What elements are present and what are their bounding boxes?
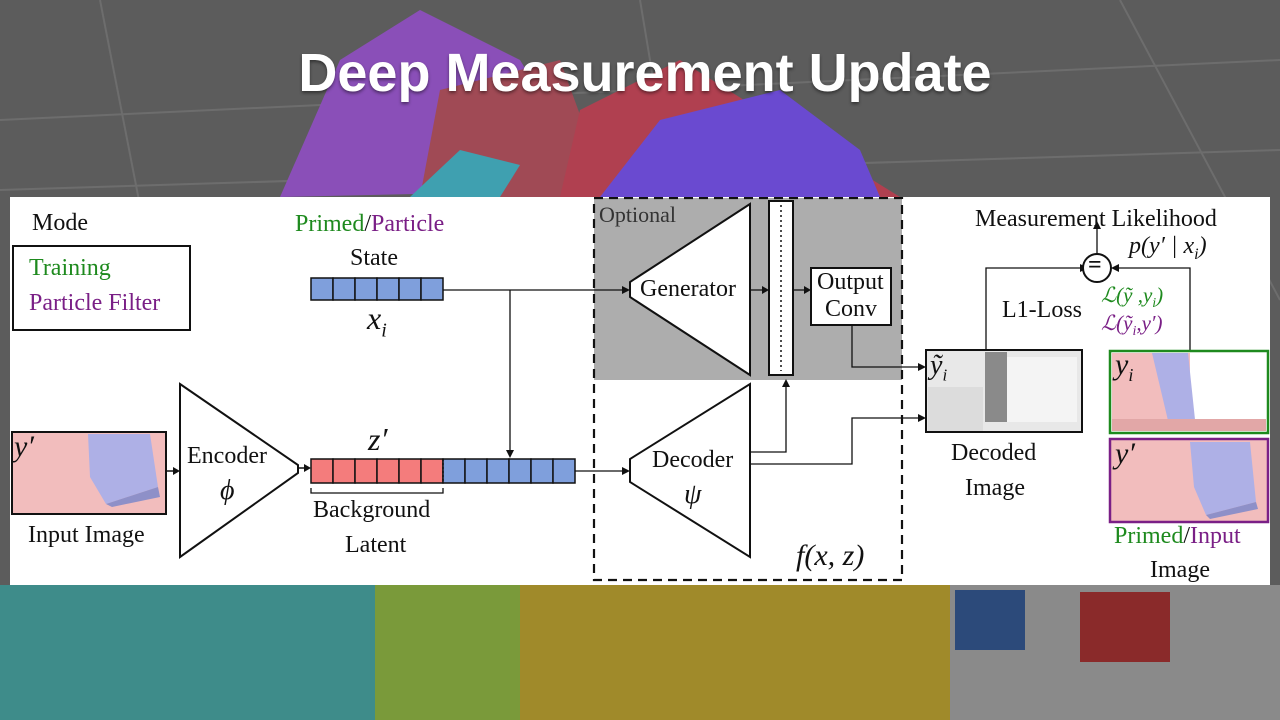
background-cell [377, 459, 399, 483]
decoded-image-line1: Decoded [951, 440, 1036, 467]
input-image-label: Input Image [28, 522, 145, 549]
state-cell [355, 278, 377, 300]
likelihood-formula-end: ) [1199, 233, 1207, 259]
loss-pf-end: ,y′) [1136, 311, 1162, 335]
likelihood-formula-main: p(y′ | x [1129, 233, 1194, 259]
y-i-label: yi [1115, 348, 1133, 386]
diagram-panel: Mode Training Particle Filter Primed/Par… [10, 197, 1270, 585]
target-image-training [1110, 351, 1268, 433]
decoded-image-line2: Image [965, 475, 1025, 502]
loss-particle-filter: ℒ(ỹi,y′) [1101, 311, 1163, 340]
loss-training: ℒ(ỹ ,yi) [1101, 283, 1163, 312]
input-image [12, 432, 166, 514]
primed-input-image: Image [1150, 557, 1210, 584]
state-cell [333, 278, 355, 300]
state-heading-primed: Primed [295, 211, 364, 237]
background-cell [355, 459, 377, 483]
state-cell [311, 278, 333, 300]
likelihood-formula: p(y′ | xi) [1129, 233, 1207, 264]
diagram-svg [10, 197, 1270, 585]
background-cell [311, 459, 333, 483]
latent-variable: z′ [368, 421, 387, 458]
decoded-y-tilde-sub: i [942, 366, 947, 385]
background-latent-line1: Background [313, 497, 430, 524]
primed-input-slash: / [1183, 523, 1190, 549]
measurement-likelihood-label: Measurement Likelihood [975, 206, 1217, 233]
decoder-label: Decoder [652, 447, 733, 474]
state-variable-sub: i [381, 319, 387, 341]
state-cell [553, 459, 575, 483]
state-vector [311, 278, 443, 300]
background-cell [333, 459, 355, 483]
state-variable-x: x [367, 300, 381, 336]
state-cell [509, 459, 531, 483]
optional-label: Optional [599, 202, 676, 228]
y-i-sub: i [1128, 365, 1133, 385]
state-cell [443, 459, 465, 483]
state-cell [421, 278, 443, 300]
output-conv-line1: Output [817, 269, 884, 296]
state-heading-particle: Particle [371, 211, 444, 237]
state-cell [399, 278, 421, 300]
decoded-y-tilde-main: ỹ [930, 350, 942, 381]
generator-label: Generator [640, 276, 736, 303]
input-y-prime: y′ [14, 430, 34, 464]
primed-input-heading: Primed/Input [1114, 523, 1241, 550]
background-latent-line2: Latent [345, 532, 406, 559]
decoder-symbol: ψ [684, 479, 701, 511]
equals-symbol: = [1088, 252, 1102, 279]
y-i-main: y [1115, 348, 1128, 381]
decoded-y-tilde: ỹi [930, 350, 947, 386]
state-cell [465, 459, 487, 483]
encoder-label: Encoder [187, 443, 267, 470]
state-variable: xi [367, 300, 387, 342]
background-cell [421, 459, 443, 483]
state-heading: Primed/Particle [295, 211, 444, 238]
state-cell [487, 459, 509, 483]
feature-bar [769, 201, 793, 375]
encoder-symbol: ϕ [220, 475, 235, 507]
loss-pf-main: ℒ(ỹ [1101, 311, 1132, 335]
primed-input-input: Input [1190, 523, 1241, 549]
output-conv-line2: Conv [825, 296, 877, 323]
loss-training-main: ℒ(ỹ ,y [1101, 283, 1152, 307]
state-heading-slash: / [364, 211, 371, 237]
state-label: State [350, 245, 398, 272]
decoded-image [926, 350, 1082, 432]
slide-title: Deep Measurement Update [0, 42, 1280, 104]
function-label: f(x, z) [796, 539, 864, 573]
mode-label: Mode [32, 210, 88, 237]
background-cell [399, 459, 421, 483]
state-cell [531, 459, 553, 483]
l1-loss-label: L1-Loss [1002, 297, 1082, 324]
loss-training-end: ) [1156, 283, 1163, 307]
primed-input-primed: Primed [1114, 523, 1183, 549]
state-cell [377, 278, 399, 300]
legend-training: Training [29, 255, 111, 282]
y-prime-right-label: y′ [1115, 437, 1135, 471]
legend-particle-filter: Particle Filter [29, 290, 160, 317]
